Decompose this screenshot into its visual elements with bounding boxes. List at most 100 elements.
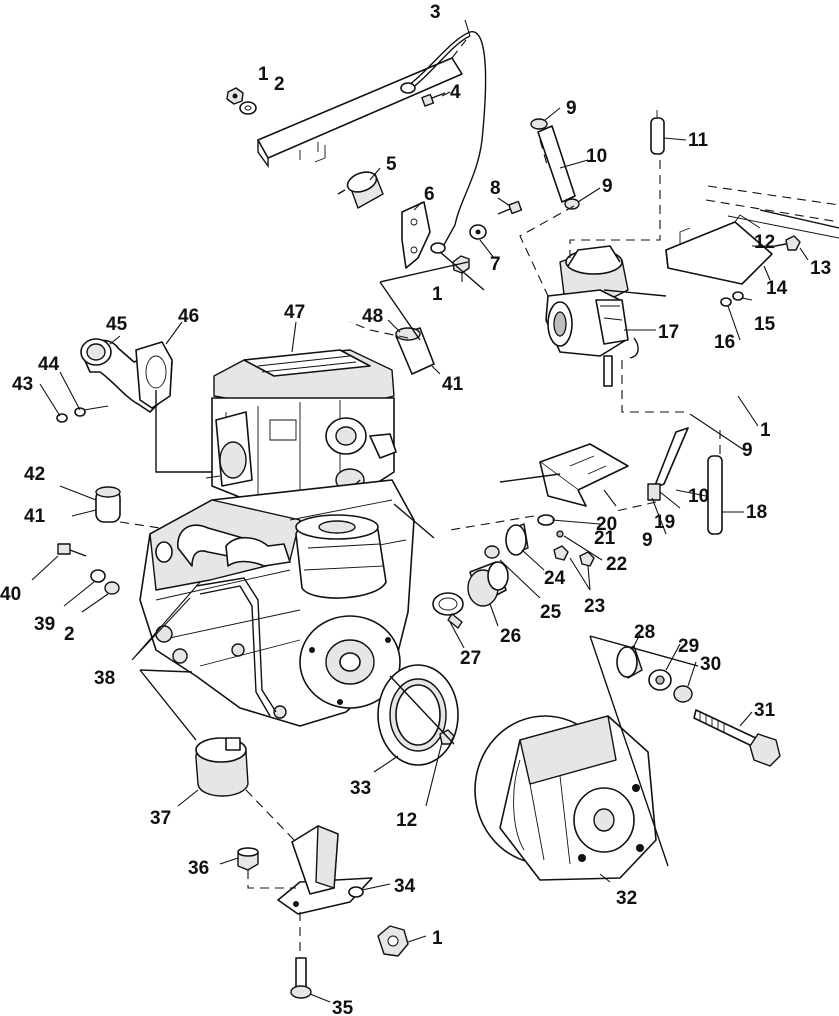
callout-15: 15 [754,314,776,335]
callout-40: 40 [0,584,21,605]
bracket-20 [539,443,629,507]
exhaust-manifold-45 [80,338,173,413]
callout-6: 6 [424,184,435,205]
callout-1-top: 1 [258,64,269,85]
callout-10-lower: 10 [688,486,709,507]
washer-29 [648,669,672,691]
leader-lines [31,19,809,1003]
callout-1-mount: 1 [432,284,443,305]
callout-25: 25 [540,602,562,623]
spacer-28 [616,645,643,679]
fittings-21-22-23 [537,514,595,567]
callout-33: 33 [350,778,371,799]
callout-13: 13 [810,258,831,279]
callout-34: 34 [394,876,416,897]
callout-9-lower: 9 [642,530,653,551]
hose-41-42-upper [95,486,121,523]
callout-2-left: 2 [64,624,75,645]
callout-37: 37 [150,808,171,829]
ecu-box-14 [665,214,773,285]
callout-19: 19 [654,512,675,533]
cover-plate-33 [377,664,459,766]
rubber-mount-37 [195,737,249,797]
washer-30 [673,685,693,703]
washers-39-2 [90,569,120,595]
callout-42: 42 [24,464,45,485]
vent-cap-11 [650,110,665,155]
callout-12-top: 12 [754,232,775,253]
callout-24: 24 [544,568,566,589]
mount-24 [505,523,529,556]
callout-22: 22 [606,554,627,575]
callout-14: 14 [766,278,788,299]
callout-2-top: 2 [274,74,285,95]
callout-28: 28 [634,622,655,643]
nut-1-top [226,87,244,105]
bolt-8 [497,200,523,215]
callout-29: 29 [678,636,699,657]
oil-filter [295,514,387,599]
washer-7 [469,224,487,240]
callout-9-top: 9 [566,98,577,119]
callout-5: 5 [386,154,397,175]
callout-47: 47 [284,302,305,323]
coolant-tube [195,577,277,717]
callout-39: 39 [34,614,55,635]
bolt-40 [57,543,87,557]
callout-41-lower: 41 [24,506,46,527]
washer-2-top [239,101,257,115]
nut-44-washer-43 [56,405,109,423]
clamp-27 [432,592,464,629]
bracket-6 [401,201,431,269]
callout-38: 38 [94,668,115,689]
bolt-35 [290,957,312,999]
cable-19 [647,427,689,501]
callout-27: 27 [460,648,481,669]
rubber-mount-5 [337,171,384,209]
callout-43: 43 [12,374,33,395]
callout-17: 17 [658,322,679,343]
callout-8: 8 [490,178,501,199]
intake-boot [205,411,253,487]
carburetor-17 [545,245,639,387]
callout-1-bottom: 1 [432,928,443,949]
callout-44: 44 [38,354,60,375]
callout-10-top: 10 [586,146,607,167]
callout-36: 36 [188,858,209,879]
callout-18: 18 [746,502,767,523]
callout-41-upper: 41 [442,374,464,395]
nut-36 [237,847,259,871]
callout-9-right: 9 [742,440,753,461]
ground-strap [400,31,487,254]
callout-32: 32 [616,888,637,909]
nut-1-bottom [377,925,409,957]
callout-3: 3 [430,2,441,23]
callout-12-bottom: 12 [396,810,417,831]
callout-20: 20 [596,514,617,535]
callout-26: 26 [500,626,521,647]
callout-31: 31 [754,700,776,721]
washer-25 [484,545,500,559]
assembly-lines [119,139,721,958]
hose-41-48 [395,327,435,375]
callout-11: 11 [688,130,709,151]
water-pump-hoses [155,524,291,567]
crankshaft-drive-cover [299,615,401,709]
bolt-31 [693,709,781,767]
callout-16: 16 [714,332,735,353]
callout-21: 21 [594,528,616,549]
callout-35: 35 [332,998,354,1016]
nut-1-mount [452,255,470,274]
callout-9-mid: 9 [602,176,613,197]
bolt-4 [421,92,446,107]
clutch-32 [474,715,657,881]
callout-4: 4 [450,82,461,103]
callout-46: 46 [178,306,199,327]
engine-head-cover [213,349,395,405]
mount-bracket-34 [277,825,373,915]
callout-1-right: 1 [760,420,771,441]
fuel-line-10-top [530,118,580,210]
